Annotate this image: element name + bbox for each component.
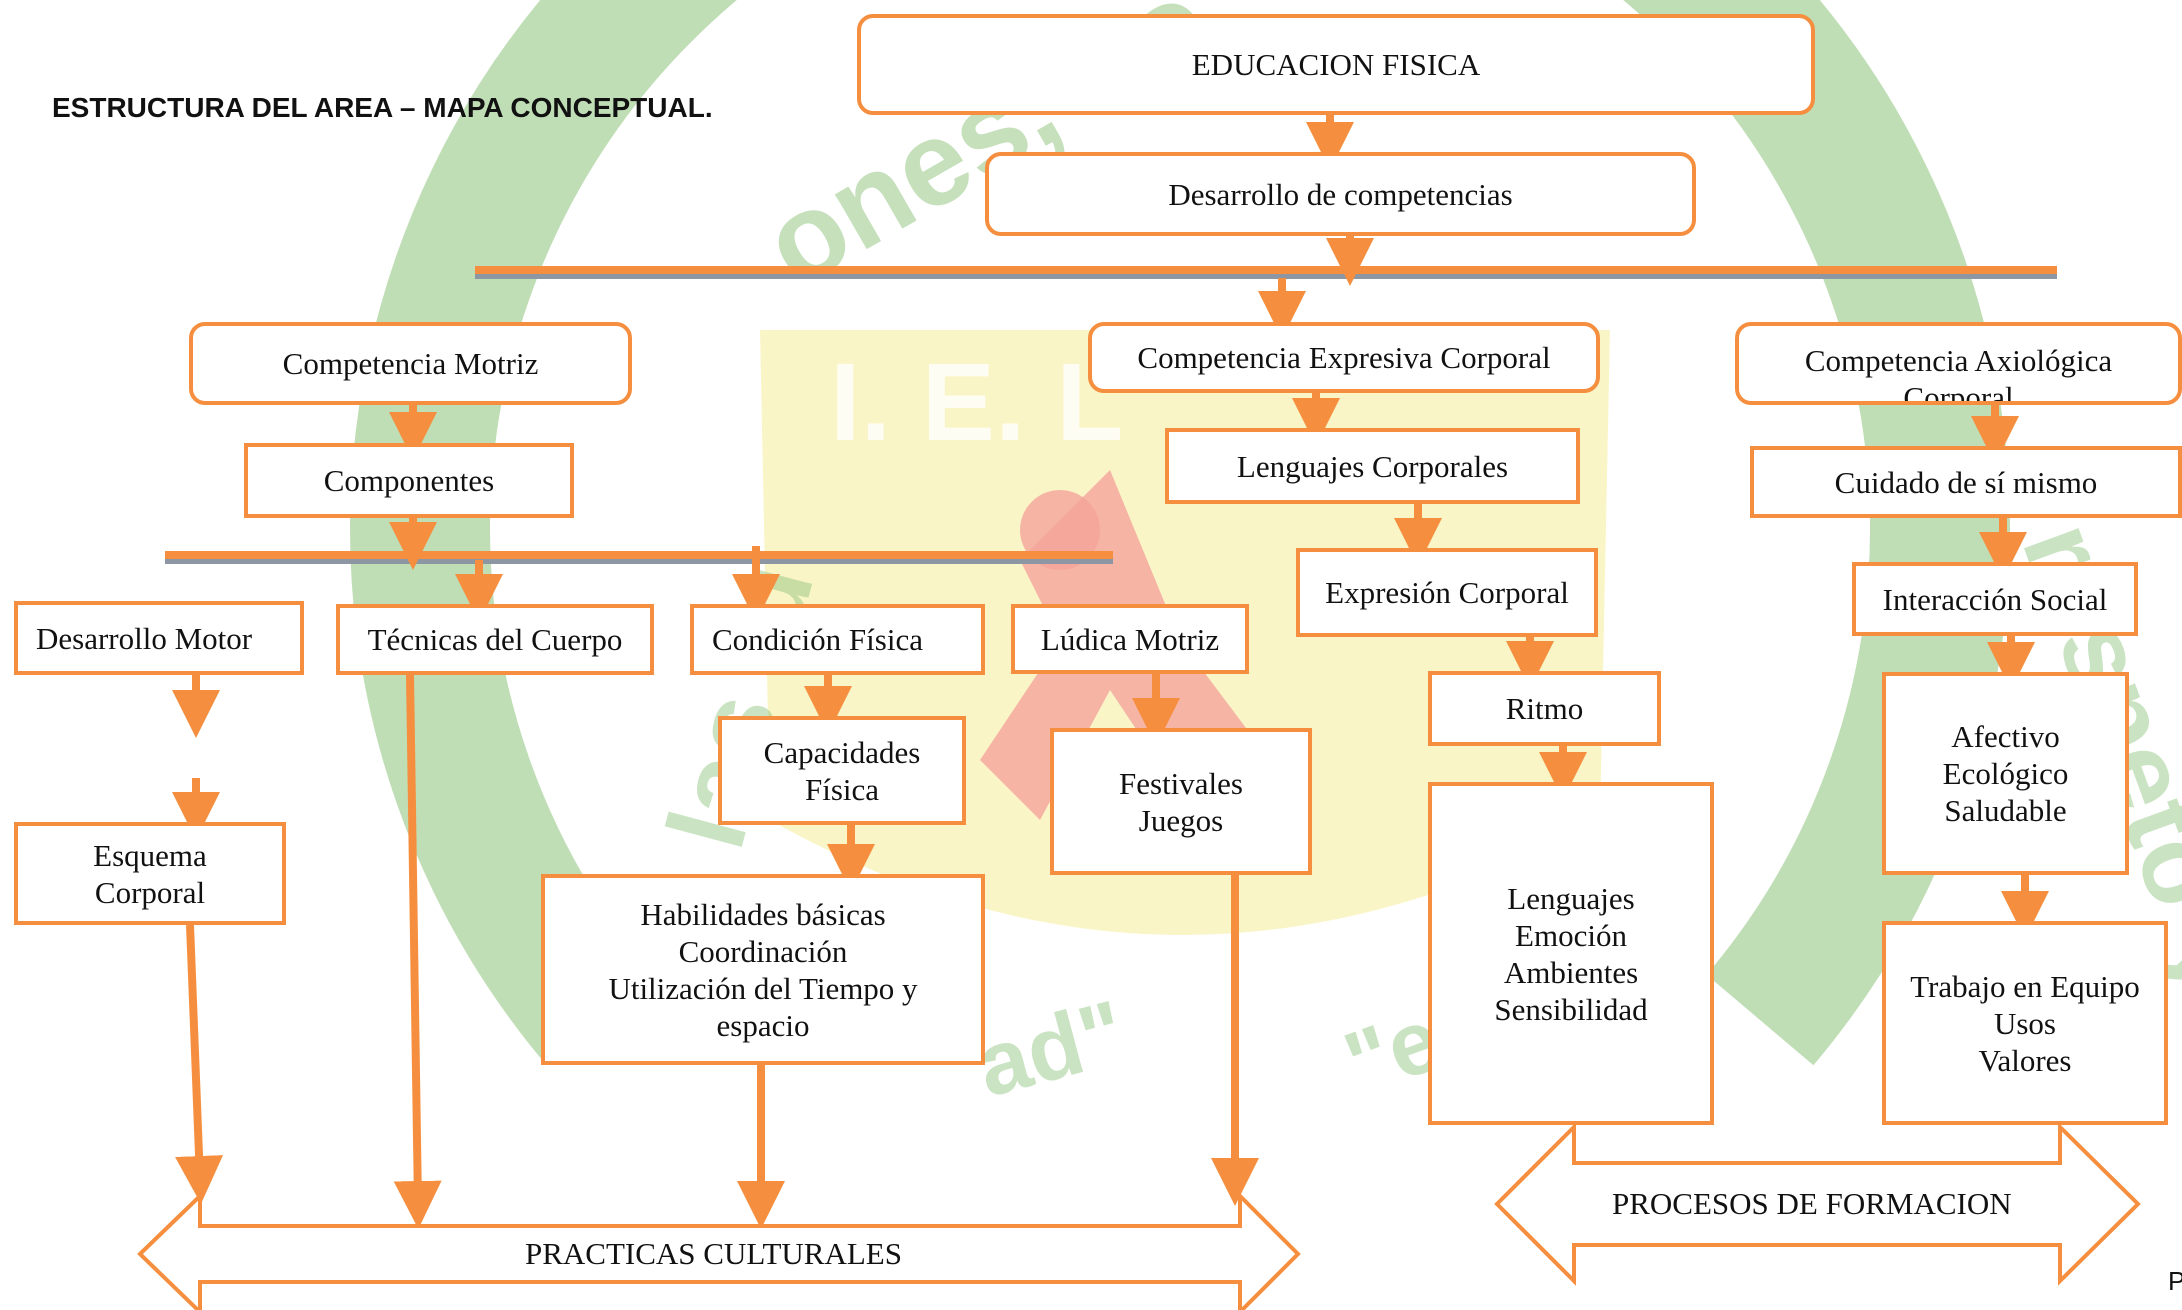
node-capacidades-fisica-label: Capacidades Física	[763, 734, 921, 807]
node-competencia-motriz-label: Competencia Motriz	[282, 346, 539, 381]
procesos-formacion-label: PROCESOS DE FORMACION	[1612, 1186, 2012, 1221]
node-competencia-axiologica: Competencia Axiológica Corporal	[1735, 322, 2182, 405]
arrow-tecnicas-practicas	[393, 674, 442, 1229]
watermark-crest-text: I. E. L	[830, 341, 1123, 464]
node-cuidado-si-mismo: Cuidado de sí mismo	[1750, 446, 2182, 518]
practicas-culturales-arrow	[137, 1191, 1301, 1310]
node-capacidades-fisica: Capacidades Física	[718, 716, 966, 825]
node-interaccion-social-label: Interacción Social	[1882, 581, 2108, 617]
node-ritmo: Ritmo	[1428, 671, 1661, 746]
node-trabajo-equipo: Trabajo en Equipo Usos Valores	[1882, 921, 2168, 1125]
node-educacion-fisica-label: EDUCACION FISICA	[1191, 47, 1481, 82]
node-expresion-corporal-label: Expresión Corporal	[1325, 575, 1569, 610]
node-tecnicas-cuerpo-label: Técnicas del Cuerpo	[367, 622, 623, 657]
node-habilidades-basicas-label: Habilidades básicas Coordinación Utiliza…	[608, 896, 918, 1043]
node-educacion-fisica: EDUCACION FISICA	[857, 14, 1815, 115]
node-condicion-fisica: Condición Física	[690, 604, 985, 675]
node-lenguajes-corporales: Lenguajes Corporales	[1165, 428, 1580, 504]
node-habilidades-basicas: Habilidades básicas Coordinación Utiliza…	[541, 874, 985, 1065]
node-lenguajes-list-label: Lenguajes Emoción Ambientes Sensibilidad	[1494, 880, 1648, 1027]
page-corner-fragment: P	[2168, 1266, 2182, 1296]
node-desarrollo-competencias-label: Desarrollo de competencias	[1168, 176, 1513, 212]
node-desarrollo-motor: Desarrollo Motor	[14, 601, 304, 675]
node-desarrollo-motor-label: Desarrollo Motor	[36, 620, 253, 656]
node-condicion-fisica-label: Condición Física	[712, 622, 923, 657]
node-desarrollo-competencias: Desarrollo de competencias	[985, 152, 1696, 236]
node-cuidado-si-mismo-label: Cuidado de sí mismo	[1834, 464, 2098, 500]
node-competencia-motriz: Competencia Motriz	[189, 322, 632, 405]
procesos-formacion-arrow	[1494, 1122, 2141, 1286]
arrow-esquema-practicas	[175, 924, 224, 1204]
node-esquema-corporal: Esquema Corporal	[14, 822, 286, 925]
node-afectivo-label: Afectivo Ecológico Saludable	[1942, 719, 2069, 828]
node-ritmo-label: Ritmo	[1505, 691, 1584, 726]
node-trabajo-equipo-label: Trabajo en Equipo Usos Valores	[1910, 968, 2140, 1078]
node-festivales-juegos: Festivales Juegos	[1050, 728, 1312, 875]
node-expresion-corporal: Expresión Corporal	[1296, 548, 1598, 637]
node-componentes: Componentes	[244, 443, 574, 518]
node-componentes-label: Componentes	[323, 463, 495, 498]
node-lenguajes-list: Lenguajes Emoción Ambientes Sensibilidad	[1428, 782, 1714, 1125]
node-festivales-juegos-label: Festivales Juegos	[1119, 765, 1243, 838]
practicas-culturales-label: PRACTICAS CULTURALES	[525, 1236, 902, 1271]
node-afectivo: Afectivo Ecológico Saludable	[1882, 672, 2129, 875]
node-tecnicas-cuerpo: Técnicas del Cuerpo	[336, 604, 654, 675]
node-lenguajes-corporales-label: Lenguajes Corporales	[1236, 448, 1509, 484]
node-interaccion-social: Interacción Social	[1852, 562, 2138, 636]
node-esquema-corporal-label: Esquema Corporal	[93, 837, 207, 910]
page-title: ESTRUCTURA DEL AREA – MAPA CONCEPTUAL.	[52, 92, 713, 123]
node-competencia-expresiva: Competencia Expresiva Corporal	[1088, 322, 1600, 393]
node-ludica-motriz: Lúdica Motriz	[1011, 604, 1249, 674]
node-competencia-expresiva-label: Competencia Expresiva Corporal	[1137, 340, 1551, 375]
node-ludica-motriz-label: Lúdica Motriz	[1040, 621, 1220, 657]
node-competencia-axiologica-label: Competencia Axiológica Corporal	[1804, 343, 2113, 405]
